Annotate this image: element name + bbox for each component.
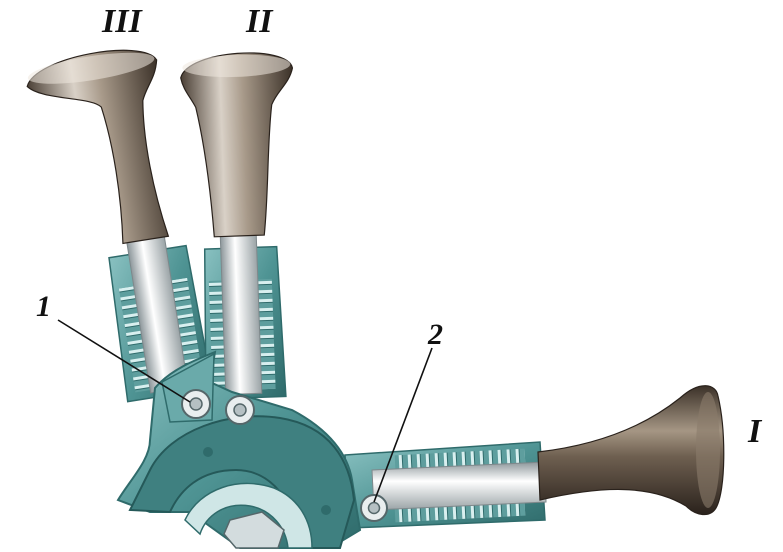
lever-position-III xyxy=(26,49,214,403)
shaft-II xyxy=(219,230,263,396)
leader-line-2 xyxy=(373,347,433,503)
knob-I-face xyxy=(696,392,720,508)
knob-I xyxy=(537,385,725,516)
pin-III-center xyxy=(189,397,203,411)
callout-2: 2 xyxy=(427,318,443,351)
label-position-II: II xyxy=(245,3,274,40)
shaft-I xyxy=(371,461,547,511)
callout-1: 1 xyxy=(36,290,51,323)
knob-II-top xyxy=(182,54,291,78)
spring-III xyxy=(118,286,152,393)
mount-bolt-left xyxy=(203,447,213,457)
knob-III-top xyxy=(27,52,155,84)
lever-position-I xyxy=(344,385,725,529)
mount-bolt-right xyxy=(321,505,331,515)
label-position-III: III xyxy=(101,3,143,40)
pin-II-center xyxy=(233,403,247,417)
pivot-pins xyxy=(181,389,388,522)
inner-ring xyxy=(184,482,313,549)
hex-nut xyxy=(223,511,285,549)
knob-III xyxy=(26,49,170,245)
pin-I-center xyxy=(367,501,381,515)
leader-line-1 xyxy=(57,319,191,403)
spring-III-right xyxy=(171,277,204,385)
label-position-I: I xyxy=(747,413,763,450)
spring-II-right xyxy=(257,278,276,390)
knob-II xyxy=(180,52,294,238)
base-housing xyxy=(116,350,362,549)
